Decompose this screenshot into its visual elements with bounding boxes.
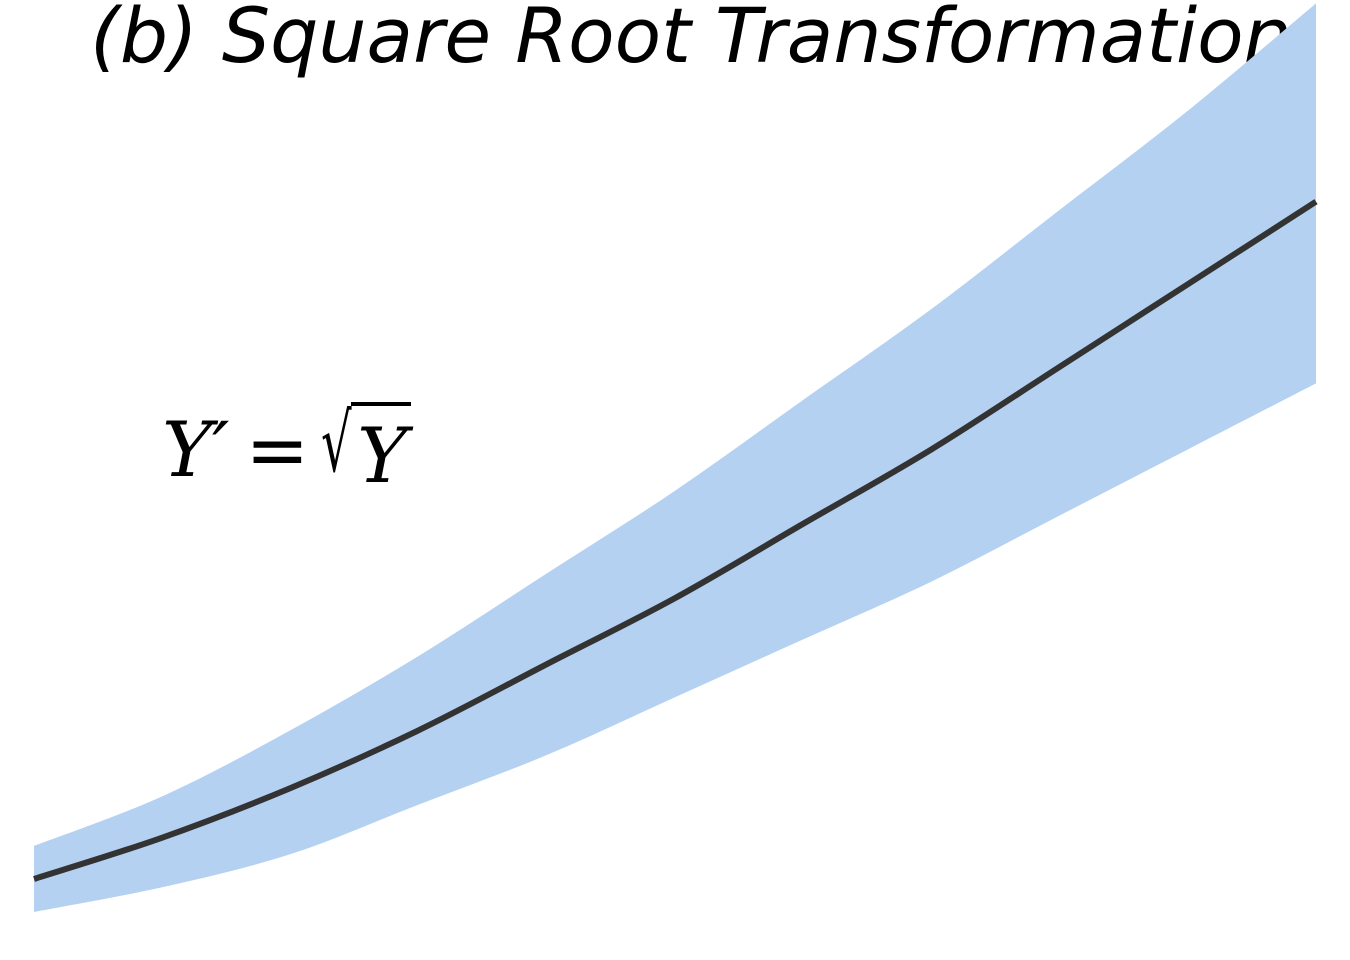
radical-sign: √ [321,397,352,490]
plot-area [33,3,1318,912]
formula-radicand: Y [351,402,412,502]
formula-equals: = [245,405,310,494]
confidence-band [34,3,1316,912]
chart-title: (b) Square Root Transformation [90,0,1292,80]
mean-line [33,199,1318,882]
formula-lhs: Y′ [162,405,230,494]
formula-annotation: Y′ = √ Y [162,397,412,500]
